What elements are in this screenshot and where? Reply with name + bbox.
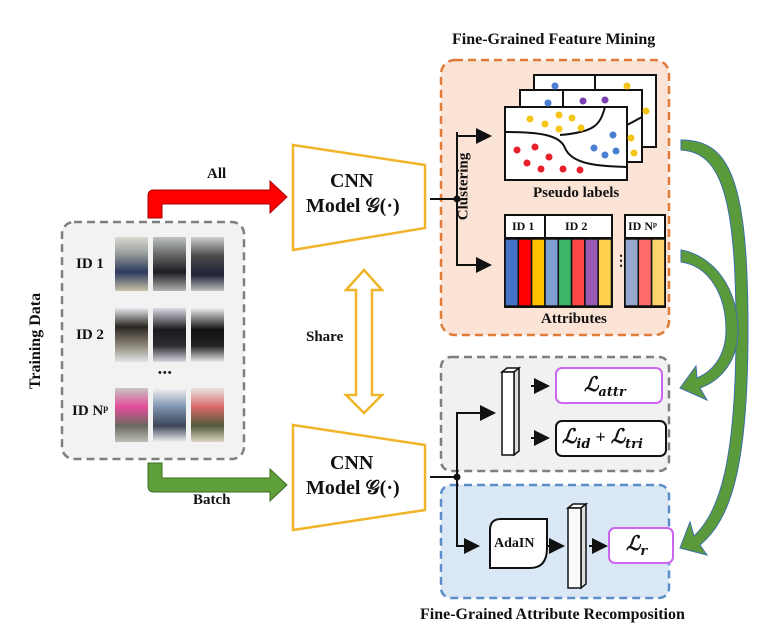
- person-photo: [115, 388, 148, 442]
- cnn-top-title: CNN: [330, 170, 374, 192]
- loss-r-label: ℒr: [626, 531, 647, 559]
- fine-grained-feature-mining-title: Fine-Grained Feature Mining: [452, 31, 656, 48]
- all-label: All: [207, 166, 227, 182]
- feature-vector-block: [499, 366, 522, 457]
- person-photo: [191, 308, 224, 362]
- attr-id2-bar-1: [557, 238, 573, 307]
- loss-r-symbol: ℒ: [626, 531, 641, 555]
- attr-id1-bar-0: [504, 238, 520, 307]
- cnn-bottom-model: Model 𝒢(·): [306, 477, 400, 499]
- pseudo-label-dots: [513, 82, 650, 174]
- person-photo: [191, 388, 224, 442]
- attr-idn-bar-0: [624, 238, 640, 307]
- share-label: Share: [306, 329, 344, 345]
- adain-label: AdaIN: [494, 536, 535, 551]
- all-arrow: [147, 179, 288, 219]
- cnn-bottom-title: CNN: [330, 452, 374, 474]
- loss-r-box: [608, 527, 674, 564]
- attr-id-n-header: ID Nᵖ: [628, 219, 657, 233]
- batch-label: Batch: [193, 492, 231, 508]
- attr-id2-bar-4: [597, 238, 613, 307]
- loss-id-subscript: id: [576, 437, 591, 452]
- loss-id-symbol: ℒ: [562, 424, 577, 448]
- loss-attr-label: ℒattr: [584, 372, 626, 400]
- curve-arrow-pseudo-to-recomp: [679, 139, 749, 556]
- attributes-caption: Attributes: [541, 311, 607, 327]
- pseudo-labels-caption: Pseudo labels: [533, 185, 620, 201]
- attr-id1-bar-2: [530, 238, 546, 307]
- training-id-2-label: ID 2: [76, 327, 104, 343]
- clustering-label: Clustering: [455, 152, 472, 221]
- attr-id-1-header: ID 1: [512, 219, 535, 233]
- loss-attr-symbol: ℒ: [584, 372, 599, 396]
- loss-plus: +: [595, 427, 606, 447]
- person-photo: [153, 237, 186, 291]
- person-photo: [153, 388, 186, 442]
- cnn-top-model: Model 𝒢(·): [306, 195, 400, 217]
- attr-id1-bar-1: [517, 238, 533, 307]
- training-id-n-label: ID Nᵖ: [72, 403, 109, 419]
- loss-tri-subscript: tri: [625, 437, 643, 452]
- person-photo: [115, 308, 148, 362]
- person-photo: [153, 308, 186, 362]
- training-data-label: Training Data: [27, 292, 45, 390]
- person-photo: [115, 237, 148, 291]
- batch-arrow: [147, 462, 288, 503]
- attr-id2-bar-0: [544, 238, 560, 307]
- adain-block: [489, 518, 548, 569]
- loss-r-subscript: r: [640, 544, 648, 559]
- person-photo: [191, 237, 224, 291]
- recomposed-feature-block: [565, 502, 589, 590]
- training-ellipsis: •••: [158, 367, 173, 379]
- attr-id2-bar-3: [584, 238, 599, 307]
- attr-idn-bar-2: [650, 238, 666, 307]
- training-id-1-label: ID 1: [76, 256, 104, 272]
- loss-id-tri-box: [555, 420, 667, 457]
- share-double-arrow: [342, 268, 386, 415]
- loss-attr-box: [555, 367, 663, 404]
- loss-attr-subscript: attr: [598, 385, 626, 400]
- loss-id-tri-label: ℒid + ℒtri: [562, 424, 643, 452]
- attr-ellipsis: ⋮: [614, 254, 628, 269]
- fine-grained-attribute-recomposition-title: Fine-Grained Attribute Recomposition: [420, 606, 685, 623]
- cnn-model-top-shape: [291, 143, 427, 252]
- attr-id-2-header: ID 2: [565, 219, 588, 233]
- cnn-model-bottom-shape: [291, 423, 427, 532]
- attr-idn-bar-1: [637, 238, 653, 307]
- curve-arrow-attr-to-loss: [679, 249, 739, 402]
- loss-tri-symbol: ℒ: [610, 424, 626, 448]
- attr-id2-bar-2: [570, 238, 586, 307]
